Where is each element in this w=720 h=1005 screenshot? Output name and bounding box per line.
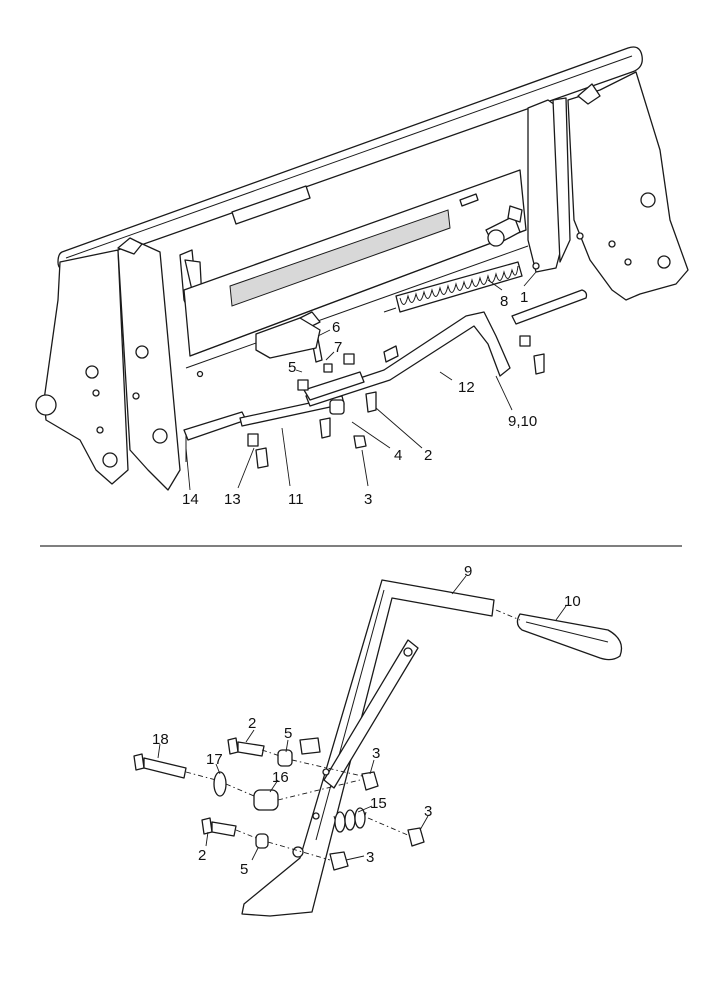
callout-15: 15 [370, 795, 387, 812]
callout-7: 7 [334, 339, 342, 356]
callout-18: 18 [152, 731, 169, 748]
callout-13: 13 [224, 491, 241, 508]
callout-2-top: 2 [424, 447, 432, 464]
callout-6: 6 [332, 319, 340, 336]
callout-9: 9 [464, 563, 472, 580]
top-tube [57, 46, 643, 271]
callout-4: 4 [394, 447, 402, 464]
callout-2-upper: 2 [248, 715, 256, 732]
callout-8: 8 [500, 293, 508, 310]
bucket-frame-assembly [35, 46, 689, 491]
callout-5-upper: 5 [284, 725, 292, 742]
callout-3-lower: 3 [366, 849, 374, 866]
spring-part-8 [383, 261, 523, 313]
callout-5-lower: 5 [240, 861, 248, 878]
callout-11: 11 [288, 491, 304, 508]
callout-5: 5 [288, 359, 296, 376]
callout-3-upper: 3 [372, 745, 380, 762]
callout-9-10: 9,10 [508, 413, 537, 430]
callout-2-lower: 2 [198, 847, 206, 864]
callout-1: 1 [520, 289, 528, 306]
top-leaders [185, 271, 537, 491]
left-outer-plate [43, 249, 129, 485]
spring-part-15 [333, 807, 367, 833]
bottom-leaders [157, 575, 567, 861]
callout-3-right: 3 [424, 803, 432, 820]
grip-part-10 [516, 613, 623, 661]
callout-12: 12 [458, 379, 475, 396]
callout-17: 17 [206, 751, 223, 768]
callout-14: 14 [182, 491, 199, 508]
right-outer-plate [567, 71, 689, 301]
callout-16: 16 [272, 769, 289, 786]
callout-3-top: 3 [364, 491, 372, 508]
lever-detail-assembly [133, 579, 623, 917]
callout-10: 10 [564, 593, 581, 610]
